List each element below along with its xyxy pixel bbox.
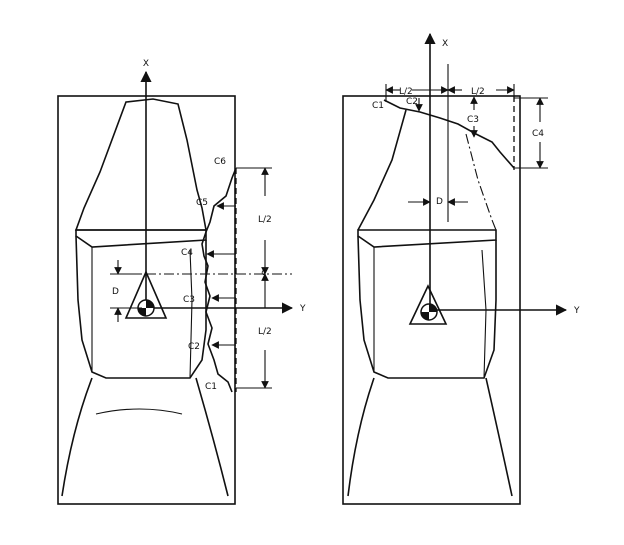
left-centroid-triangle — [124, 269, 168, 319]
left-target-fill-a — [146, 300, 154, 308]
right-frame — [342, 95, 521, 505]
left-cut-label-c1: C1 — [205, 382, 217, 392]
left-depth-label: D — [112, 287, 119, 297]
left-shoulder-band — [75, 229, 207, 248]
right-fracture-edge — [383, 99, 515, 169]
left-figure: X Y D C6 C5 C4 C3 C2 C1 — [57, 59, 306, 505]
right-centroid-triangle — [408, 284, 448, 325]
right-body-inner-right — [481, 249, 487, 379]
left-y-axis-label: Y — [299, 304, 306, 314]
left-skirt-right — [195, 377, 229, 497]
left-x-axis-label: X — [143, 59, 149, 69]
right-crown-right-side — [465, 133, 497, 231]
left-cut-label-c6: C6 — [214, 157, 226, 167]
right-body-outline — [357, 235, 497, 379]
left-body-inner-right — [189, 249, 193, 379]
right-y-axis-label: Y — [573, 306, 580, 316]
left-center-mark: ¢ — [261, 268, 267, 278]
left-cut-label-c3: C3 — [183, 295, 195, 305]
left-cut-label-c5: C5 — [196, 198, 208, 208]
right-target-fill-b — [421, 312, 429, 320]
left-skirt-curve — [95, 408, 183, 415]
right-cut-label-c3: C3 — [467, 115, 479, 125]
right-cut-label-c1: C1 — [372, 101, 384, 111]
right-cut-label-c4: C4 — [532, 129, 544, 139]
right-cut-label-c2: C2 — [406, 97, 418, 107]
right-depth-label: D — [436, 197, 443, 207]
right-crown-left-side — [357, 109, 407, 231]
left-half-length-top: L/2 — [258, 215, 272, 225]
right-x-axis-label: X — [442, 39, 448, 49]
left-half-length-bottom: L/2 — [258, 327, 272, 337]
right-skirt-right — [485, 377, 513, 497]
right-skirt-left — [347, 377, 375, 497]
right-shoulder-band — [357, 229, 497, 248]
right-half-length-left: L/2 — [399, 87, 413, 97]
left-cut-label-c4: C4 — [181, 248, 193, 258]
right-target-fill-a — [429, 304, 437, 312]
left-skirt-left — [61, 377, 93, 497]
left-cut-label-c2: C2 — [188, 342, 200, 352]
left-target-fill-b — [138, 308, 146, 316]
left-body-outline — [75, 235, 207, 379]
right-figure: X Y D L/2 L/2 C1 C — [342, 32, 580, 505]
right-half-length-right: L/2 — [471, 87, 485, 97]
left-crown-outline — [74, 98, 207, 231]
